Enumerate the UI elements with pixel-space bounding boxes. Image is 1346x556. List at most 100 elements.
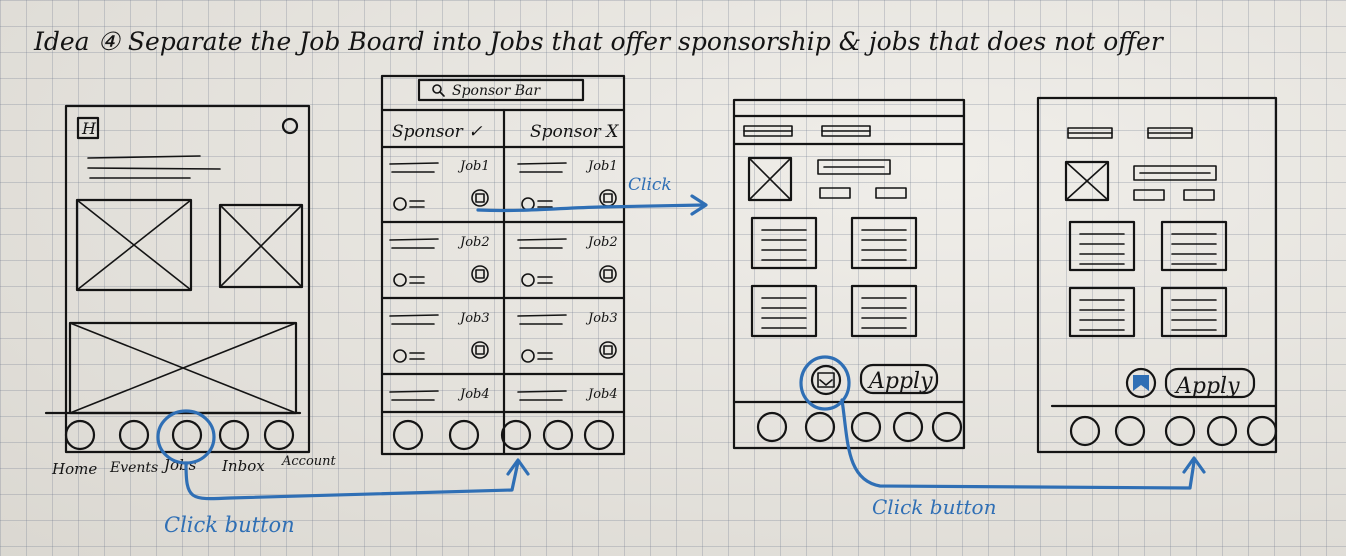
arrow-job-to-detail [476, 203, 706, 213]
company-logo-icon [393, 273, 407, 287]
info-card [750, 284, 818, 338]
nav-label-home: Home [51, 460, 97, 478]
nav-label-inbox: Inbox [221, 457, 265, 475]
info-card [1068, 286, 1136, 338]
nav-home-icon[interactable] [1069, 415, 1101, 447]
nav-inbox-icon[interactable] [892, 411, 924, 443]
nav-label-jobs: Jobs [161, 456, 197, 474]
nav-home-icon[interactable] [392, 419, 424, 451]
screen-job-board: Sponsor Bar Sponsor ✓ Sponsor X Job1 Job1… [380, 74, 626, 456]
job-title: Job4 [457, 387, 490, 402]
bookmark-icon[interactable] [471, 265, 489, 283]
job-title: Job3 [585, 311, 618, 326]
job-title: Job3 [457, 311, 490, 326]
tab-sponsor-no[interactable]: Sponsor X [530, 122, 619, 142]
company-logo-icon [393, 349, 407, 363]
bookmark-icon[interactable] [599, 265, 617, 283]
annotation-click-button-2: Click button [872, 495, 996, 519]
nav-inbox-icon[interactable] [542, 419, 574, 451]
search-label: Sponsor Bar [452, 83, 541, 99]
save-bookmark-button[interactable] [810, 364, 842, 396]
nav-account-icon[interactable] [931, 411, 963, 443]
bookmark-icon[interactable] [599, 189, 617, 207]
image-placeholder [747, 156, 793, 202]
logo-box [76, 116, 100, 140]
apply-button[interactable] [1164, 367, 1256, 399]
info-card [1068, 220, 1136, 272]
image-placeholder [1064, 160, 1110, 202]
flow-annotations: Click button Click Click button [156, 175, 1206, 537]
tab-sponsor-yes[interactable]: Sponsor ✓ [392, 122, 482, 142]
info-card [1160, 220, 1228, 272]
info-card [1160, 286, 1228, 338]
annotation-click: Click [628, 175, 672, 195]
arrow-jobs-to-board [184, 460, 520, 501]
company-logo-icon [393, 197, 407, 211]
bottom-nav [1069, 415, 1278, 447]
nav-jobs-icon[interactable] [171, 419, 203, 451]
image-placeholder [218, 203, 304, 289]
page-title: Idea ④ Separate the Job Board into Jobs … [33, 27, 1165, 56]
job-title: Job1 [585, 159, 618, 174]
company-logo-icon [521, 273, 535, 287]
job-title: Job2 [585, 235, 618, 250]
nav-inbox-icon[interactable] [218, 419, 250, 451]
info-card [850, 216, 918, 270]
nav-jobs-icon[interactable] [500, 419, 532, 451]
job-list-item[interactable]: Job2 [389, 235, 490, 287]
job-list-item[interactable]: Job1 [389, 159, 490, 211]
job-list-item[interactable]: Job4 [389, 387, 490, 402]
company-logo-icon [521, 197, 535, 211]
nav-inbox-icon[interactable] [1206, 415, 1238, 447]
nav-label-account: Account [281, 454, 337, 469]
apply-label: Apply [1174, 374, 1240, 399]
highlight-bookmark-circle [799, 355, 851, 411]
screen-home: H Home Events Jobs [44, 104, 337, 478]
nav-jobs-icon[interactable] [850, 411, 882, 443]
logo-letter: H [81, 119, 97, 138]
arrow-detail-to-saved [840, 398, 1196, 490]
apply-label: Apply [867, 369, 933, 394]
bottom-nav [756, 411, 963, 443]
job-list-item[interactable]: Job1 [517, 159, 618, 211]
bookmark-icon[interactable] [471, 189, 489, 207]
search-icon [432, 84, 442, 94]
job-list-item[interactable]: Job3 [389, 311, 490, 363]
nav-jobs-icon[interactable] [1164, 415, 1196, 447]
nav-events-icon[interactable] [118, 419, 150, 451]
nav-account-icon[interactable] [263, 419, 295, 451]
saved-bookmark-button[interactable] [1125, 367, 1157, 399]
nav-label-events: Events [109, 460, 158, 476]
nav-events-icon[interactable] [448, 419, 480, 451]
company-logo-icon [521, 349, 535, 363]
job-list-item[interactable]: Job2 [517, 235, 618, 287]
image-placeholder [68, 321, 298, 415]
job-title: Job1 [457, 159, 490, 174]
image-placeholder [75, 198, 193, 292]
profile-icon [281, 117, 299, 135]
bookmark-filled-icon [1133, 375, 1149, 391]
bottom-nav [64, 419, 295, 451]
screen-job-detail: Apply [732, 98, 966, 450]
nav-events-icon[interactable] [1114, 415, 1146, 447]
job-list-item[interactable]: Job3 [517, 311, 618, 363]
apply-button[interactable] [859, 363, 939, 395]
nav-account-icon[interactable] [1246, 415, 1278, 447]
job-title: Job4 [585, 387, 618, 402]
info-card [850, 284, 918, 338]
screen-job-detail-saved: Apply [1036, 96, 1278, 454]
job-list-item[interactable]: Job4 [517, 387, 618, 402]
nav-events-icon[interactable] [804, 411, 836, 443]
sponsor-search-bar[interactable] [417, 78, 585, 102]
nav-home-icon[interactable] [756, 411, 788, 443]
nav-account-icon[interactable] [583, 419, 615, 451]
bookmark-icon[interactable] [471, 341, 489, 359]
bookmark-icon [817, 372, 835, 388]
job-title: Job2 [457, 235, 490, 250]
nav-home-icon[interactable] [64, 419, 96, 451]
bookmark-icon[interactable] [599, 341, 617, 359]
bottom-nav [392, 419, 615, 451]
annotation-click-button-1: Click button [164, 513, 295, 537]
